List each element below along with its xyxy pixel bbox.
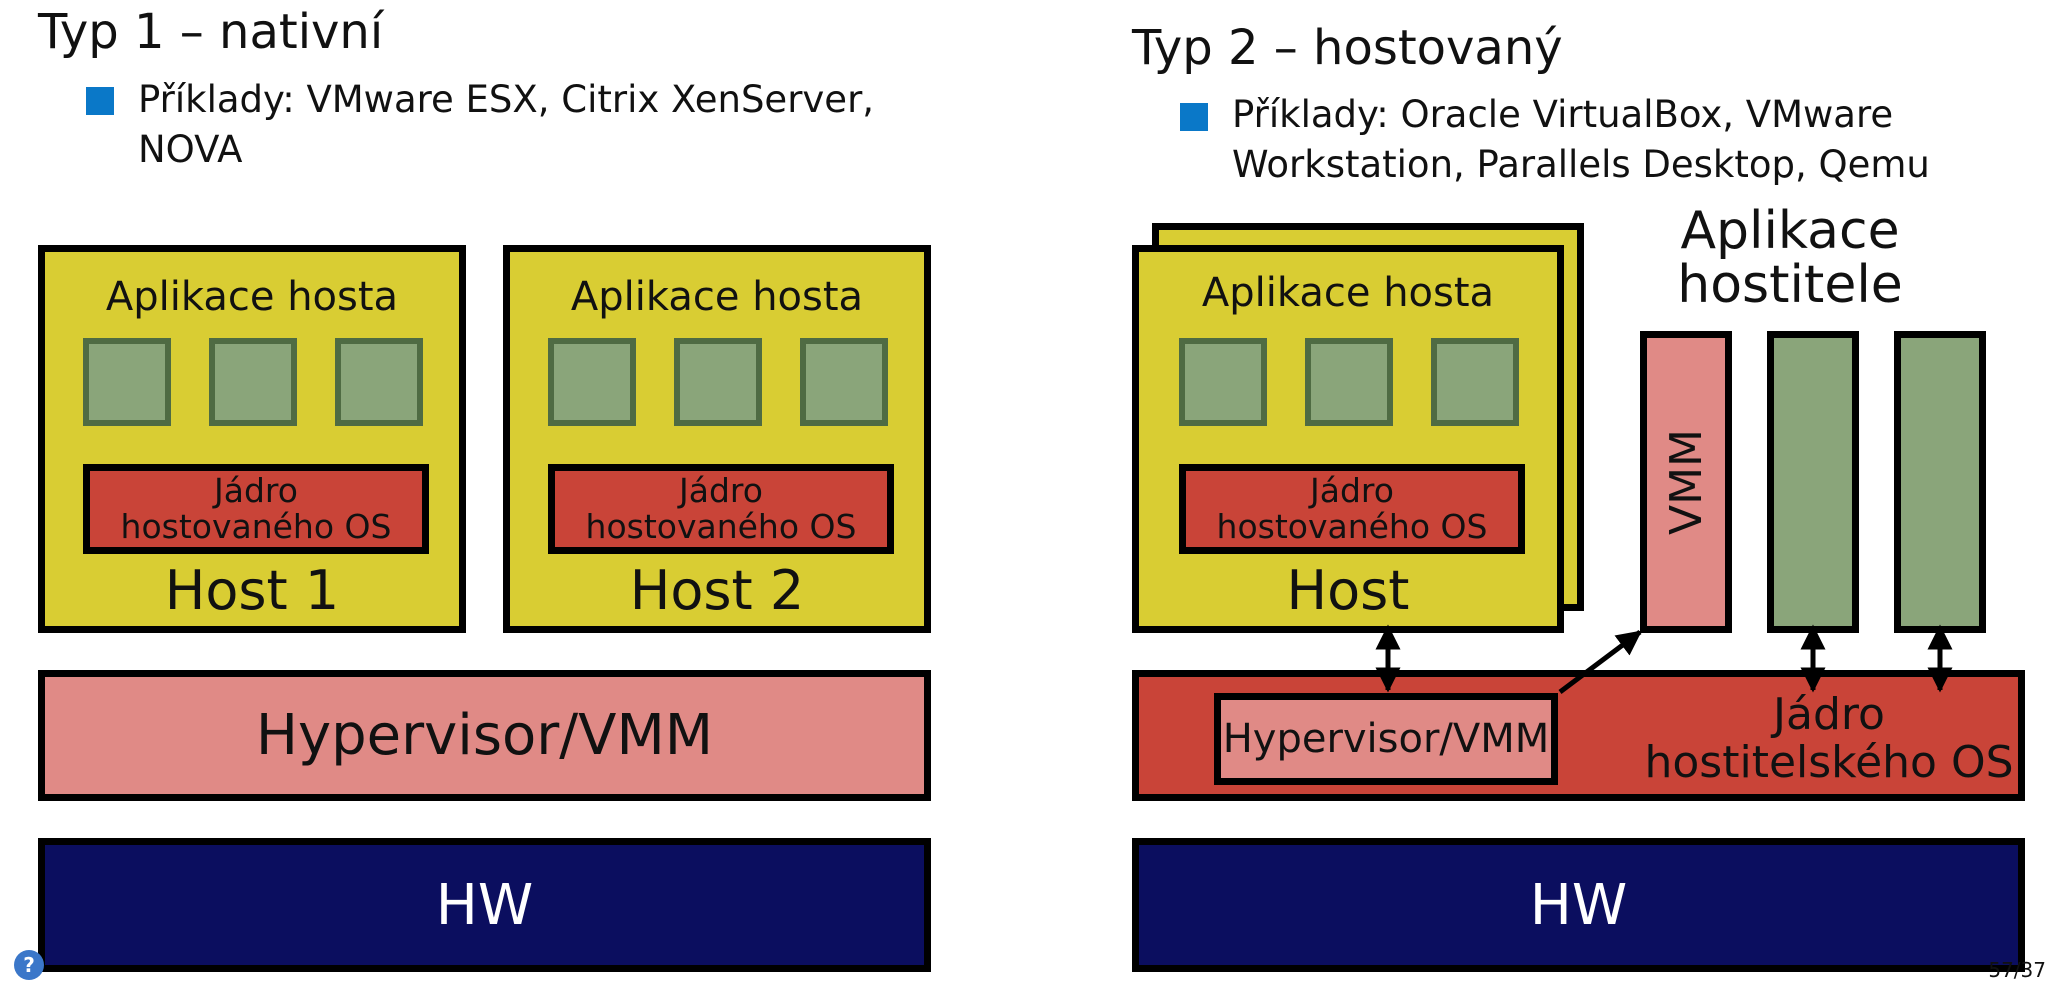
- host-app-1: [1179, 338, 1267, 426]
- host2-kernel-line1: Jádro: [679, 471, 763, 510]
- host-os-kernel-layer: Hypervisor/VMM Jádro hostitelského OS: [1132, 670, 2025, 801]
- host-kernel-line2: hostovaného OS: [1216, 507, 1488, 546]
- host-apps-heading: Aplikace hostitele: [1640, 204, 1940, 312]
- type2-hw-layer: HW: [1132, 838, 2025, 972]
- vmm-vertical-label: VMM: [1660, 428, 1712, 536]
- type2-heading: Typ 2 – hostovaný: [1132, 20, 1563, 76]
- host2-app-2: [674, 338, 762, 426]
- host-apps-heading-line1: Aplikace: [1680, 201, 1900, 261]
- host-app-column-1: [1767, 331, 1859, 633]
- host1-app-label: Aplikace hosta: [105, 274, 399, 320]
- host2-box: Aplikace hosta Jádro hostovaného OS Host…: [503, 245, 931, 633]
- type2-examples: Příklady: Oracle VirtualBox, VMware Work…: [1232, 90, 2012, 190]
- host-app-3: [1431, 338, 1519, 426]
- host1-guest-kernel: Jádro hostovaného OS: [83, 464, 429, 554]
- host-apps-heading-line2: hostitele: [1677, 255, 1903, 315]
- host2-label: Host 2: [629, 559, 805, 622]
- host2-kernel-line2: hostovaného OS: [585, 507, 857, 546]
- host-app-label: Aplikace hosta: [1201, 270, 1495, 316]
- host1-app-3: [335, 338, 423, 426]
- host1-kernel-line2: hostovaného OS: [120, 507, 392, 546]
- host-kernel-label-line2: hostitelského OS: [1644, 737, 2014, 788]
- type1-hypervisor-layer: Hypervisor/VMM: [38, 670, 931, 801]
- host2-app-1: [548, 338, 636, 426]
- page-number: 57/37: [1988, 958, 2046, 982]
- host-kernel-label-line1: Jádro: [1773, 689, 1885, 740]
- host1-box: Aplikace hosta Jádro hostovaného OS Host…: [38, 245, 466, 633]
- type1-examples: Příklady: VMware ESX, Citrix XenServer, …: [138, 75, 898, 175]
- host2-app-label: Aplikace hosta: [570, 274, 864, 320]
- type1-examples-line2: NOVA: [138, 128, 243, 171]
- host-label: Host: [1286, 559, 1410, 622]
- host1-kernel-line1: Jádro: [214, 471, 298, 510]
- host2-app-3: [800, 338, 888, 426]
- vmm-process-column: VMM: [1640, 331, 1732, 633]
- type2-examples-line2: Workstation, Parallels Desktop, Qemu: [1232, 143, 1930, 186]
- type1-heading: Typ 1 – nativní: [38, 4, 384, 60]
- host-box: Aplikace hosta Jádro hostovaného OS Host: [1132, 245, 1564, 633]
- type1-examples-line1: Příklady: VMware ESX, Citrix XenServer,: [138, 78, 875, 121]
- type1-bullet-marker: [86, 87, 114, 115]
- type2-hypervisor-box: Hypervisor/VMM: [1214, 693, 1558, 785]
- host-kernel-line1: Jádro: [1310, 471, 1394, 510]
- host1-label: Host 1: [164, 559, 340, 622]
- host1-app-1: [83, 338, 171, 426]
- type2-examples-line1: Příklady: Oracle VirtualBox, VMware: [1232, 93, 1894, 136]
- host2-guest-kernel: Jádro hostovaného OS: [548, 464, 894, 554]
- host-app-2: [1305, 338, 1393, 426]
- type1-hw-layer: HW: [38, 838, 931, 972]
- host-app-column-2: [1894, 331, 1986, 633]
- host1-app-2: [209, 338, 297, 426]
- type2-bullet-marker: [1180, 103, 1208, 131]
- host-guest-kernel: Jádro hostovaného OS: [1179, 464, 1525, 554]
- help-icon[interactable]: ?: [14, 950, 44, 980]
- host-kernel-label: Jádro hostitelského OS: [1619, 691, 2039, 787]
